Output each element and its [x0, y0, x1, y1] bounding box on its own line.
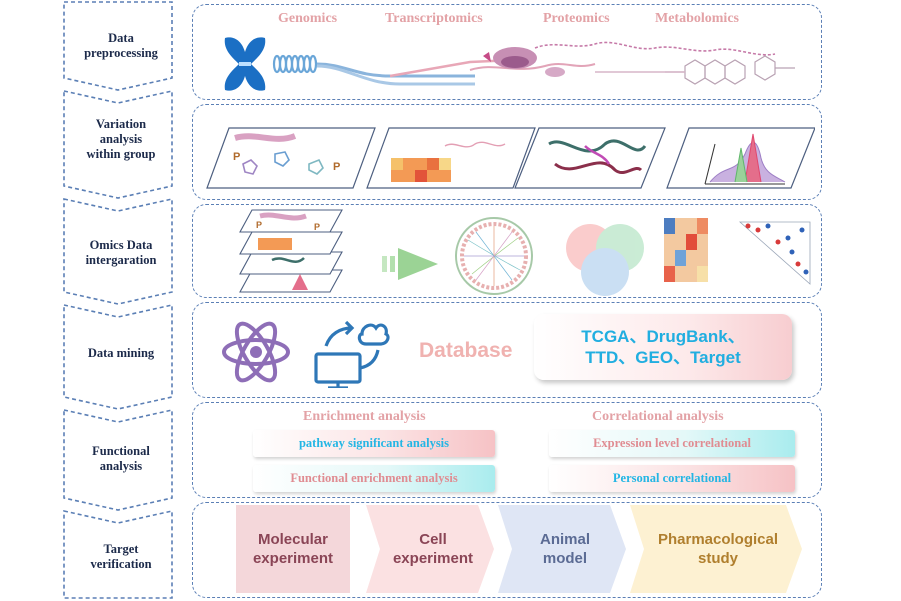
step-line: model	[542, 550, 588, 567]
atom-icon	[222, 321, 290, 383]
stage-label-variation: Variation analysis within group	[66, 117, 176, 162]
expression-correlational-bar: Expression level correlational	[549, 430, 795, 457]
metabolite-structure	[665, 55, 795, 85]
step-line: Cell	[419, 531, 447, 548]
step-line: experiment	[392, 550, 474, 567]
chevron-variation	[63, 90, 173, 199]
chromosome-icon	[224, 37, 266, 91]
panel-functional	[192, 402, 822, 498]
integration-illustration: P P	[239, 209, 811, 296]
stage-line: verification	[90, 557, 152, 571]
svg-text:P: P	[333, 161, 340, 173]
venn-diagram	[566, 224, 644, 296]
database-sources-line: TTD、GEO、Target	[585, 348, 741, 367]
verification-step-pharmacological: Pharmacological study	[644, 505, 792, 593]
correlation-matrix	[738, 221, 811, 285]
step-line: study	[697, 550, 738, 567]
stage-label-verification: Target verification	[66, 542, 176, 572]
step-line: Molecular	[257, 531, 328, 548]
stage-line: Target	[103, 542, 139, 556]
omics-title-proteomics: Proteomics	[543, 11, 610, 26]
cloud-sync-icon	[314, 320, 390, 388]
panel-preprocessing	[192, 4, 822, 100]
step-line: experiment	[252, 550, 334, 567]
dna-coil	[272, 54, 318, 74]
stage-line: Omics Data	[89, 238, 153, 252]
stage-line: analysis	[99, 459, 143, 473]
personal-correlational-bar: Personal correlational	[549, 465, 795, 492]
step-line: Animal	[539, 531, 590, 548]
stage-line: Variation	[95, 117, 147, 131]
stage-line: Functional	[92, 444, 150, 458]
stage-label-functional: Functional analysis	[66, 444, 176, 474]
stage-label-mining: Data mining	[66, 346, 176, 361]
stage-line: intergaration	[85, 253, 157, 267]
svg-text:P: P	[233, 151, 240, 163]
chevron-preprocessing	[63, 1, 173, 91]
functional-enrichment-bar: Functional enrichment analysis	[253, 465, 495, 492]
variation-thumbnails: P P	[206, 127, 815, 189]
stage-label-integration: Omics Data intergaration	[66, 238, 176, 268]
verification-step-molecular: Molecular experiment	[236, 505, 350, 593]
heatmap-panel	[664, 218, 708, 282]
stage-line: preprocessing	[84, 46, 158, 60]
verification-step-cell: Cell experiment	[378, 505, 488, 593]
enrichment-analysis-title: Enrichment analysis	[303, 409, 426, 424]
omics-title-genomics: Genomics	[278, 11, 338, 26]
stage-line: within group	[86, 147, 156, 161]
verification-arrows	[236, 505, 802, 593]
step-line: Pharmacological	[657, 531, 779, 548]
svg-text:P: P	[314, 222, 320, 232]
stage-line: Data	[108, 31, 134, 45]
correlational-analysis-title: Correlational analysis	[592, 409, 724, 424]
omics-title-transcriptomics: Transcriptomics	[385, 11, 483, 26]
panel-variation	[192, 104, 822, 200]
pathway-analysis-bar: pathway significant analysis	[253, 430, 495, 457]
svg-text:P: P	[256, 220, 262, 230]
chevron-verification	[63, 510, 173, 599]
chevron-functional	[63, 409, 173, 511]
omics-pipeline-illustration	[224, 37, 795, 91]
panel-mining	[192, 302, 822, 398]
omics-title-metabolomics: Metabolomics	[655, 11, 739, 26]
database-sources-line: TCGA、DrugBank、	[581, 327, 745, 346]
chevron-integration	[63, 198, 173, 305]
stage-label-preprocessing: Data preprocessing	[66, 31, 176, 61]
stage-line: analysis	[99, 132, 143, 146]
integration-arrow-icon	[382, 248, 438, 280]
circos-plot	[455, 217, 533, 295]
database-label: Database	[419, 339, 513, 362]
verification-step-animal: Animal model	[510, 505, 620, 593]
stage-line: Data mining	[87, 346, 155, 360]
panel-integration	[192, 204, 822, 298]
panel-verification	[192, 502, 822, 598]
database-sources-box: TCGA、DrugBank、 TTD、GEO、Target	[534, 314, 792, 380]
stage-chevron-column	[63, 1, 173, 599]
mining-illustration	[222, 320, 390, 388]
